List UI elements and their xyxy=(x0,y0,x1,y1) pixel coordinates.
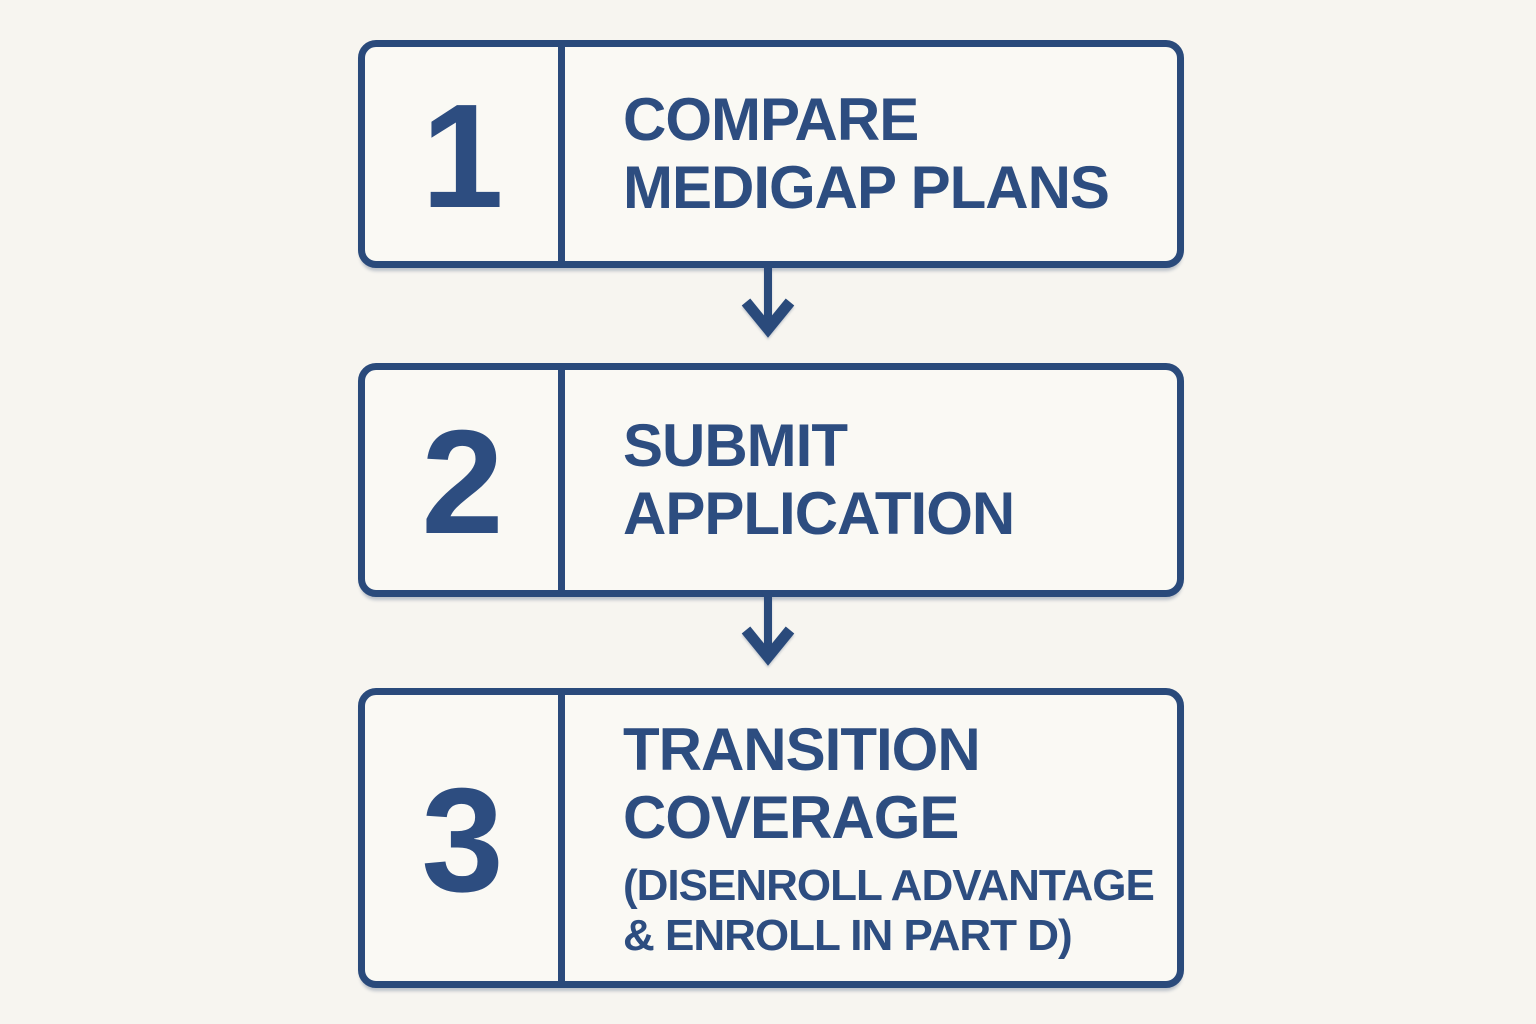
step-box-1: 1 COMPARE MEDIGAP PLANS xyxy=(358,40,1184,268)
step-number: 1 xyxy=(421,74,503,239)
step-number-cell: 1 xyxy=(365,47,565,261)
step-title-line: SUBMIT xyxy=(623,412,848,479)
step-text-cell: COMPARE MEDIGAP PLANS xyxy=(565,47,1177,261)
step-number-cell: 2 xyxy=(365,370,565,590)
down-arrow-icon xyxy=(741,594,795,666)
step-number: 3 xyxy=(421,758,503,923)
step-number-cell: 3 xyxy=(365,695,565,981)
step-box-2: 2 SUBMIT APPLICATION xyxy=(358,363,1184,597)
step-number: 2 xyxy=(421,400,503,565)
step-text-cell: SUBMIT APPLICATION xyxy=(565,370,1177,590)
step-title-line: APPLICATION xyxy=(623,480,1015,547)
step-title-line: COVERAGE xyxy=(623,783,959,851)
down-arrow-icon xyxy=(741,266,795,338)
step-subtitle-line: (DISENROLL ADVANTAGE xyxy=(623,860,1155,910)
step-title-line: COMPARE xyxy=(623,86,919,153)
step-title-line: TRANSITION xyxy=(623,715,981,783)
step-box-3: 3 TRANSITION COVERAGE (DISENROLL ADVANTA… xyxy=(358,688,1184,988)
step-subtitle-line: & ENROLL IN PART D) xyxy=(623,910,1073,960)
step-title-line: MEDIGAP PLANS xyxy=(623,154,1110,221)
step-subtitle: (DISENROLL ADVANTAGE & ENROLL IN PART D) xyxy=(623,861,1157,961)
step-text-cell: TRANSITION COVERAGE (DISENROLL ADVANTAGE… xyxy=(565,695,1177,981)
